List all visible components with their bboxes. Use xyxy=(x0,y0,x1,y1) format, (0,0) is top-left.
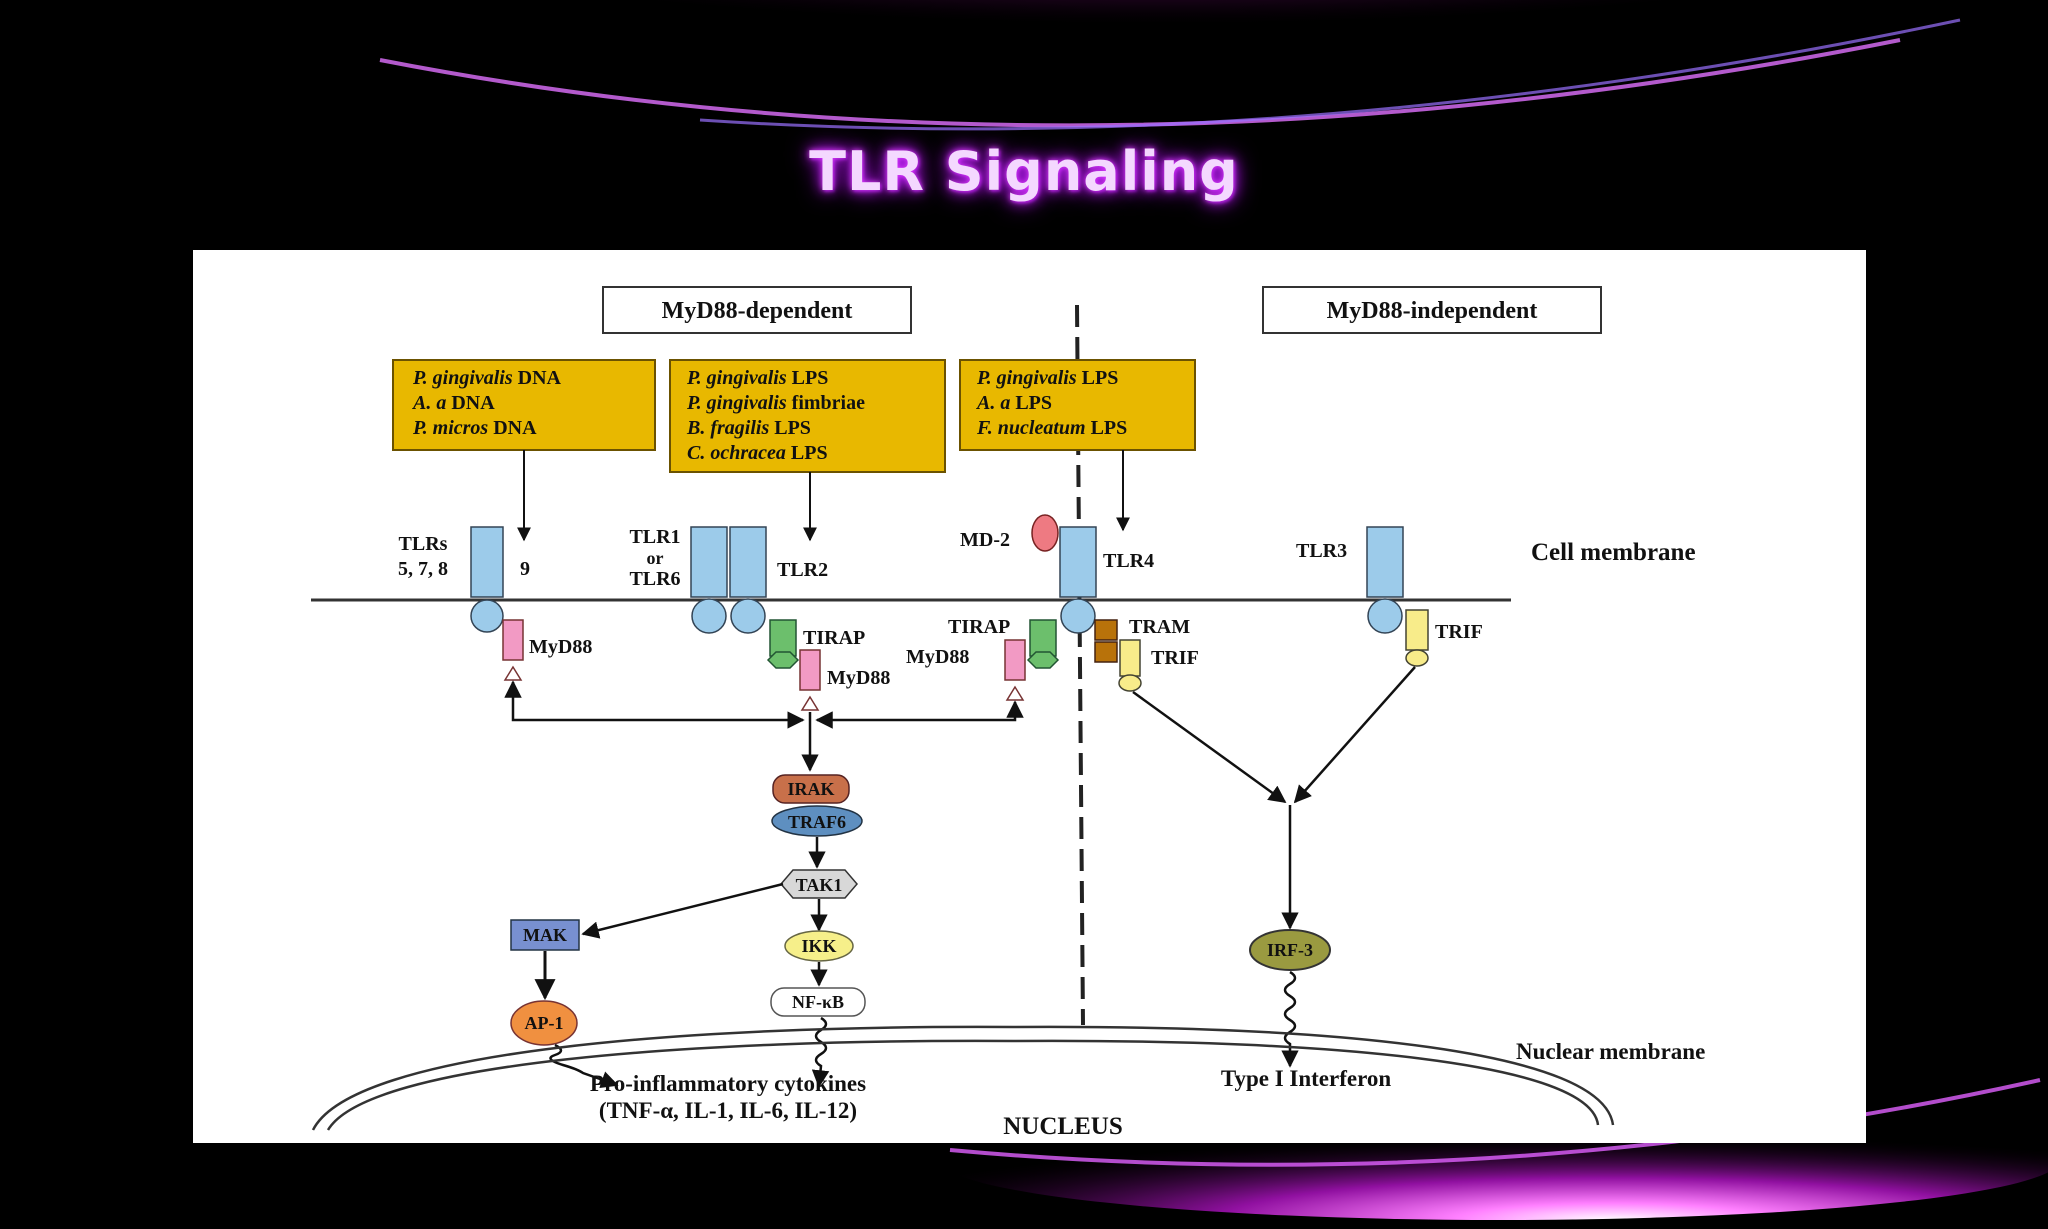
header-independent-label: MyD88-independent xyxy=(1327,298,1538,324)
trif-label-2: TRIF xyxy=(1435,621,1483,643)
ligand-2-line-1: P. gingivalis LPS xyxy=(686,367,828,389)
ligand-3-line-3: F. nucleatum LPS xyxy=(976,417,1127,439)
trif-label-1: TRIF xyxy=(1151,647,1199,669)
tlr3-label: TLR3 xyxy=(1296,540,1347,562)
ligand-2-line-3: B. fragilis LPS xyxy=(686,417,811,439)
myd88-convergence-arrows xyxy=(504,680,1024,772)
irak-label: IRAK xyxy=(787,779,834,799)
header-dependent-label: MyD88-dependent xyxy=(662,298,853,324)
tlr1-label: TLR1 xyxy=(629,526,680,548)
trif-adapter-2 xyxy=(1405,609,1429,667)
tirap-label-2: TIRAP xyxy=(948,616,1010,638)
tirap-adapter-1 xyxy=(766,619,800,669)
nuclear-membrane-label: Nuclear membrane xyxy=(1516,1039,1705,1064)
ligand-1-line-1: P. gingivalis DNA xyxy=(412,367,562,389)
tlr1-tlr6-receptor xyxy=(690,526,728,634)
trif-convergence-arrows xyxy=(1132,666,1416,930)
ligand-3-line-1: P. gingivalis LPS xyxy=(976,367,1118,389)
ligand-2-line-2: P. gingivalis fimbriae xyxy=(686,392,865,414)
tlr2-receptor xyxy=(729,526,767,634)
tirap-adapter-2 xyxy=(1026,619,1060,669)
ap1-label: AP-1 xyxy=(525,1013,564,1033)
slide-title: TLR Signaling xyxy=(809,140,1239,203)
myd88-label-1: MyD88 xyxy=(529,636,592,658)
header-myd88-dependent: MyD88-dependent xyxy=(602,286,912,334)
nfkb-node xyxy=(770,987,866,1017)
ligand-2-line-4: C. ochracea LPS xyxy=(687,442,828,464)
irf3-squiggle-arrow xyxy=(1281,970,1299,1068)
tlr-9-label: 9 xyxy=(520,558,530,580)
ligand-box-2: P. gingivalis LPS P. gingivalis fimbriae… xyxy=(669,359,946,473)
md2-label: MD-2 xyxy=(960,529,1010,551)
ikk-node xyxy=(784,930,854,962)
ligand-box-1: P. gingivalis DNA A. a DNA P. micros DNA xyxy=(392,359,656,451)
irf3-label: IRF-3 xyxy=(1267,940,1313,960)
type1-interferon-label: Type I Interferon xyxy=(1221,1066,1392,1091)
tlr6-label: TLR6 xyxy=(629,568,680,590)
tlr4-receptor xyxy=(1059,526,1097,634)
tlrs-label: TLRs xyxy=(399,533,448,555)
nucleus-label: NUCLEUS xyxy=(1003,1113,1122,1140)
cell-membrane-label: Cell membrane xyxy=(1531,539,1696,566)
traf6-node xyxy=(771,805,863,837)
irf3-node xyxy=(1249,929,1331,971)
myd88-label-2: MyD88 xyxy=(827,667,890,689)
myd88-label-3: MyD88 xyxy=(906,646,969,668)
ligand-3-line-2: A. a LPS xyxy=(975,392,1052,414)
top-glow-arc xyxy=(401,0,1779,90)
pathway-divider xyxy=(1075,304,1085,1026)
mak-label: MAK xyxy=(523,925,567,945)
ligand-1-line-3: P. micros DNA xyxy=(412,417,537,439)
traf6-label: TRAF6 xyxy=(788,812,846,832)
tlr4-label: TLR4 xyxy=(1103,550,1154,572)
cytokines-label-line-1: Pro-inflammatory cytokines xyxy=(590,1071,866,1096)
ligand-box-3: P. gingivalis LPS A. a LPS F. nucleatum … xyxy=(959,359,1196,451)
header-myd88-independent: MyD88-independent xyxy=(1262,286,1602,334)
tlr-5-7-8-9-receptor xyxy=(470,526,504,633)
or-label: or xyxy=(647,548,664,568)
md2-protein xyxy=(1031,514,1059,552)
ligand-1-line-2: A. a DNA xyxy=(411,392,495,414)
tak1-label: TAK1 xyxy=(796,875,843,895)
ap1-node xyxy=(510,1000,578,1046)
myd88-adapter-1 xyxy=(502,619,524,681)
tram-adapter xyxy=(1094,619,1118,663)
tram-label: TRAM xyxy=(1129,616,1190,638)
mak-node xyxy=(510,919,580,951)
top-swoosh-2 xyxy=(699,18,1961,131)
tak1-node xyxy=(780,869,858,899)
myd88-adapter-2 xyxy=(799,649,821,711)
trif-adapter-1 xyxy=(1118,639,1142,692)
diagram-panel: MyD88-dependent MyD88-independent P. gin… xyxy=(193,250,1866,1143)
irak-node xyxy=(772,774,850,804)
tlr2-label: TLR2 xyxy=(777,559,828,581)
nuclear-membrane-outer xyxy=(311,1025,1615,1131)
ikk-label: IKK xyxy=(801,936,836,956)
tlrs-numbers-label: 5, 7, 8 xyxy=(398,558,448,580)
tirap-label-1: TIRAP xyxy=(803,627,865,649)
nuclear-membrane-inner xyxy=(326,1039,1600,1131)
bottom-swoosh xyxy=(949,1078,2041,1167)
tlr-signaling-diagram: MyD88-dependent MyD88-independent P. gin… xyxy=(311,286,1705,1140)
tak1-to-mak-arrow xyxy=(581,882,784,939)
nfkb-label: NF-κB xyxy=(792,992,844,1012)
myd88-adapter-3 xyxy=(1004,639,1026,701)
tlr3-receptor xyxy=(1366,526,1404,634)
cytokines-label-line-2: (TNF-α, IL-1, IL-6, IL-12) xyxy=(599,1098,857,1123)
